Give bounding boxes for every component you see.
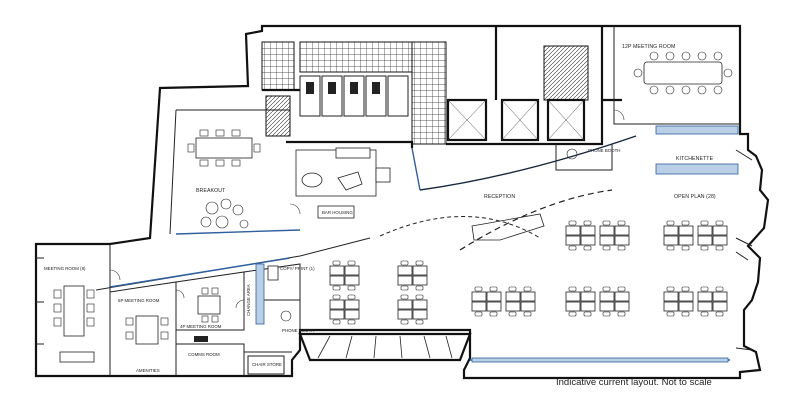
phone-booth-bottom-label: PHONE BOOTH [282,328,314,333]
breakout-lounge [200,198,249,229]
meeting-4p-table [197,295,221,315]
toilet-cubicles [299,75,409,117]
change-area-lockers [255,263,265,325]
meeting-12p-table [643,61,723,85]
change-area-label: CHANGE AREA [246,284,251,316]
phone-booth-top-label: PHONE BOOTH [588,148,620,153]
comms-label: COMMS ROOM [188,352,220,357]
meeting-6p-chairs [125,317,169,340]
meeting-4p-walls [175,271,245,331]
meeting-8-chairs [53,289,95,327]
core-wall-lines [262,26,622,148]
bar-housing [317,205,355,219]
atrium-void [298,332,472,362]
meeting-12p-chairs [633,51,733,95]
door-swings [109,109,625,309]
reception-desk [471,213,545,241]
stair-right [543,45,589,101]
lift-shafts [446,98,586,142]
core-grid-mid [299,41,413,73]
meeting-12p-label: 12P MEETING ROOM [622,44,675,50]
reception-arc [379,216,541,239]
reception-arc-2 [459,189,613,251]
meeting-8-credenza [59,351,95,363]
chair-store-box [247,355,285,375]
south-glazing-fill [471,357,729,363]
breakout-table [195,137,253,159]
stair-left [265,95,291,137]
meeting-12p-walls [613,26,740,125]
core-lounge [295,147,391,197]
kitchenette-bench [655,125,739,135]
reception-label: RECEPTION [484,194,515,200]
comms-rack [194,336,208,342]
open-plan-label: OPEN PLAN (28) [674,194,716,200]
core-grid-left [261,41,295,91]
meeting-8-table [63,285,85,337]
copy-print-unit [267,265,279,281]
comms-walls [176,343,245,376]
right-bay-wall [735,149,753,351]
meeting-8-window [36,257,44,345]
building-outline [34,24,770,380]
kitchenette-counter [655,163,739,175]
breakout-glazing [175,229,301,235]
meeting-6p-label: 6P MEETING ROOM [118,298,160,303]
bar-housing-label: BAR HOUSING [322,210,353,215]
layout-disclaimer: Indicative current layout. Not to scale [556,377,712,388]
workstations-centre [329,260,428,325]
copy-print-label: COPY/ PRINT (1) [280,266,315,271]
meeting-4p-chairs [201,287,219,323]
meeting-8-label: MEETING ROOM (8) [44,266,86,271]
diagonal-glazing [109,257,291,288]
breakout-walls [169,109,290,235]
breakout-label: BREAKOUT [196,188,226,194]
phone-booth-top-walls [555,144,613,171]
meeting-6p-table [135,315,159,345]
kitchenette-label: KITCHENETTE [676,156,714,162]
core-grid-right [411,41,447,145]
breakout-table-chairs [187,129,261,167]
chair-store-label: CHAIR STORE [252,362,282,367]
amenities-label: AMENITIES [136,368,160,373]
meeting-4p-label: 4P MEETING ROOM [180,324,222,329]
reception-wall [419,135,637,191]
phone-booth-bottom-chair [280,310,292,322]
